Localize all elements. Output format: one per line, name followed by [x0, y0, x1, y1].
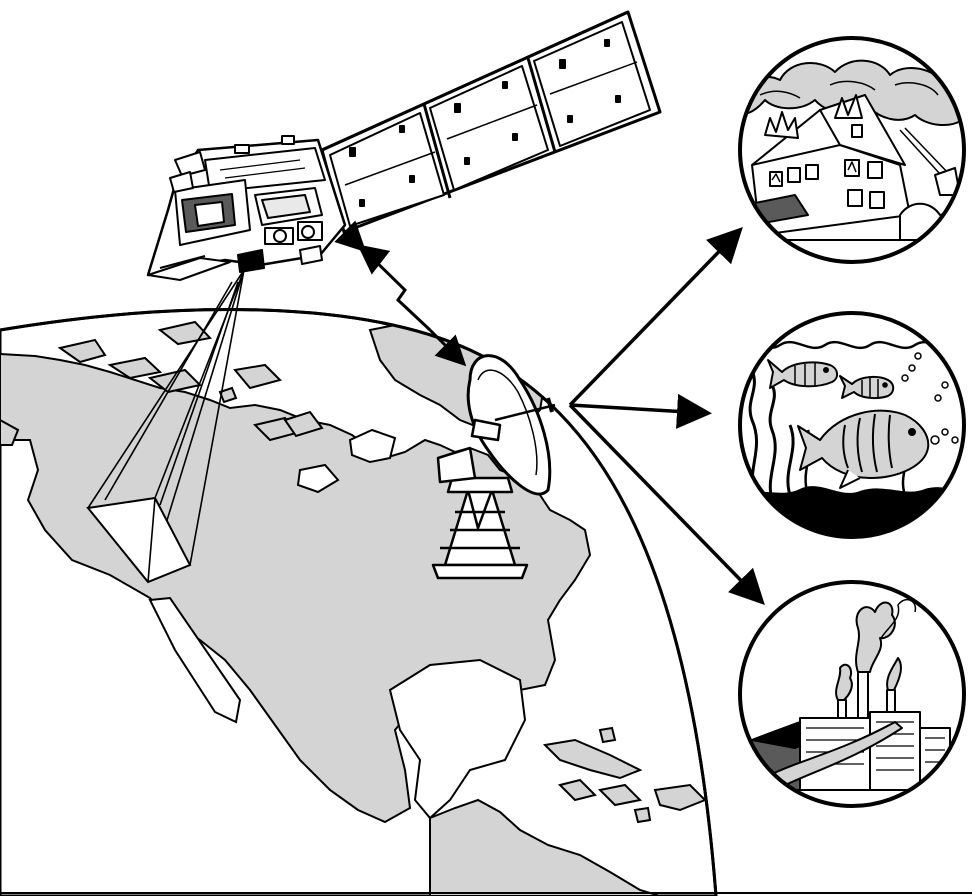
- fish-habitat-icon: [735, 313, 970, 545]
- solar-panel-array: [322, 12, 660, 232]
- satellite-icon: [148, 12, 660, 280]
- burning-house-icon: [739, 38, 969, 265]
- factory-smoke-icon: [740, 582, 965, 810]
- earth-globe: [0, 310, 716, 896]
- satellite-bus: [148, 136, 345, 280]
